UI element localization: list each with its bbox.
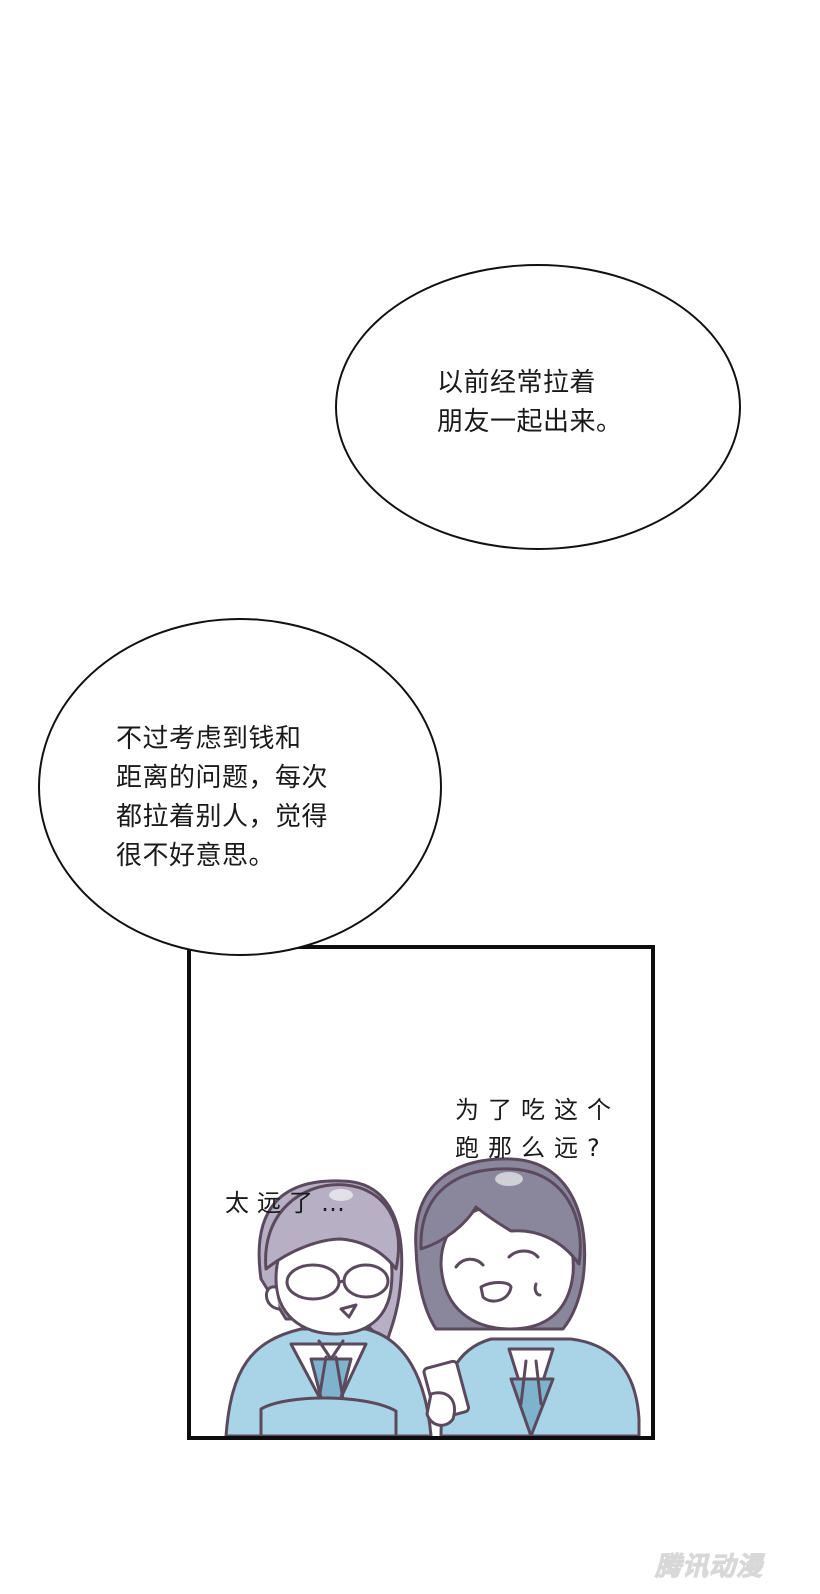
speech-bubble-middle: 不过考虑到钱和 距离的问题，每次 都拉着别人，觉得 很不好意思。 [38,618,442,956]
characters-illustration [224,1157,641,1436]
bubble-text: 不过考虑到钱和 距离的问题，每次 都拉着别人，觉得 很不好意思。 [116,724,329,871]
bubble-text: 以前经常拉着 朋友一起出来。 [437,368,623,437]
comic-panel: 为了吃这个 跑那么远? 太远了… [187,945,655,1440]
girl-smiling-figure [329,1157,641,1436]
panel-speech-left: 太远了… [225,1189,353,1217]
speech-bubble-top: 以前经常拉着 朋友一起出来。 [335,264,741,550]
panel-speech-right: 为了吃这个 跑那么远? [455,1096,620,1162]
girl-with-glasses-figure [224,1179,433,1436]
watermark-logo: 腾讯动漫 [654,1552,764,1583]
